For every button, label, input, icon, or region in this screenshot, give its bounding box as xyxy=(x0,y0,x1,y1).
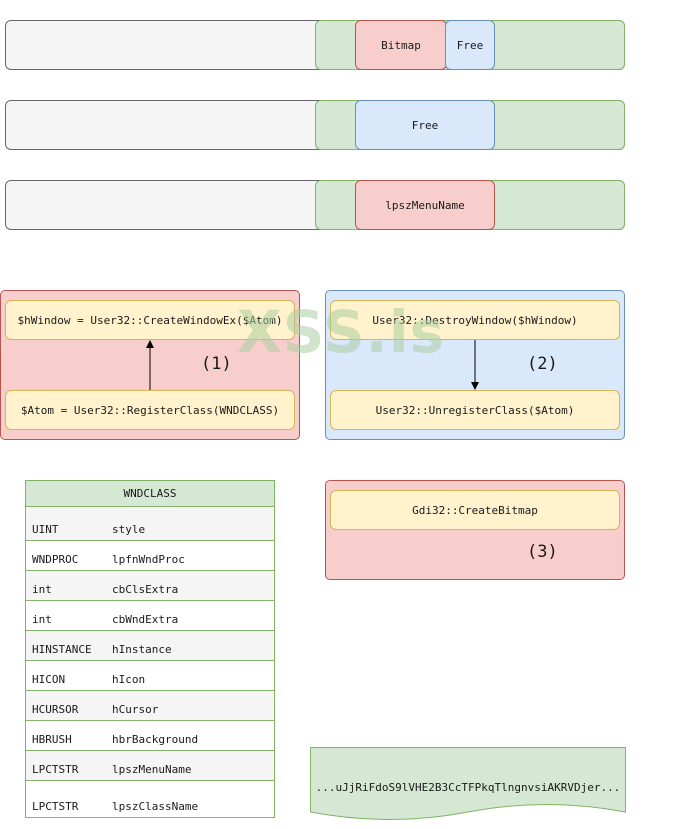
cell-label: Free xyxy=(411,118,439,132)
field-type: LPCTSTR xyxy=(32,763,79,776)
call-text: $Atom = User32::RegisterClass(WNDCLASS) xyxy=(20,403,280,417)
field-type: LPCTSTR xyxy=(32,800,79,813)
struct-field-row: HINSTANCE hInstance xyxy=(25,631,275,661)
memory-row-1-cell-bitmap: Bitmap xyxy=(355,20,447,70)
struct-field-row: WNDPROC lpfnWndProc xyxy=(25,541,275,571)
call-text: User32::UnregisterClass($Atom) xyxy=(375,403,575,417)
struct-field-row: LPCTSTR lpszMenuName xyxy=(25,751,275,781)
field-type: HBRUSH xyxy=(32,733,72,746)
cell-label: Free xyxy=(456,38,484,52)
struct-field-row: LPCTSTR lpszClassName xyxy=(25,781,275,818)
struct-title: WNDCLASS xyxy=(25,480,275,507)
memory-row-1-cell-free: Free xyxy=(445,20,495,70)
step-label-2: (2) xyxy=(527,354,558,374)
register-class-call: $Atom = User32::RegisterClass(WNDCLASS) xyxy=(5,390,295,430)
memory-row-2-cell-free: Free xyxy=(355,100,495,150)
field-name: hInstance xyxy=(112,643,172,656)
field-name: hbrBackground xyxy=(112,733,199,746)
field-name: lpszMenuName xyxy=(112,763,192,776)
step-label-3: (3) xyxy=(527,542,558,562)
field-name: cbWndExtra xyxy=(112,613,179,626)
field-name: lpfnWndProc xyxy=(112,553,185,566)
create-bitmap-call: Gdi32::CreateBitmap xyxy=(330,490,620,530)
field-name: cbClsExtra xyxy=(112,583,179,596)
cell-label: lpszMenuName xyxy=(385,198,465,212)
memory-row-3-cell-menuname: lpszMenuName xyxy=(355,180,495,230)
field-name: hCursor xyxy=(112,703,159,716)
cell-label: Bitmap xyxy=(381,38,421,52)
string-block xyxy=(310,747,626,820)
field-type: UINT xyxy=(32,523,59,536)
string-block-text: ...uJjRiFdoS9lVHE2B3CcTFPkqTlngnvsiAKRVD… xyxy=(315,781,621,794)
call-text: Gdi32::CreateBitmap xyxy=(412,503,538,517)
arrow-register-to-create xyxy=(146,340,154,390)
call-text: User32::DestroyWindow($hWindow) xyxy=(372,313,578,327)
field-type: HINSTANCE xyxy=(32,643,92,656)
struct-field-row: int cbClsExtra xyxy=(25,571,275,601)
struct-field-row: UINT style xyxy=(25,507,275,541)
struct-title-text: WNDCLASS xyxy=(123,487,177,500)
field-type: int xyxy=(32,613,52,626)
field-type: WNDPROC xyxy=(32,553,79,566)
field-name: hIcon xyxy=(112,673,146,686)
struct-field-row: HBRUSH hbrBackground xyxy=(25,721,275,751)
call-text: $hWindow = User32::CreateWindowEx($Atom) xyxy=(17,313,283,327)
unregister-class-call: User32::UnregisterClass($Atom) xyxy=(330,390,620,430)
field-type: HCURSOR xyxy=(32,703,79,716)
field-type: HICON xyxy=(32,673,66,686)
step-label-1: (1) xyxy=(201,354,232,374)
create-window-call: $hWindow = User32::CreateWindowEx($Atom) xyxy=(5,300,295,340)
field-name: lpszClassName xyxy=(112,800,199,813)
struct-field-row: HCURSOR hCursor xyxy=(25,691,275,721)
field-name: style xyxy=(112,523,146,536)
arrow-destroy-to-unregister xyxy=(471,340,479,390)
destroy-window-call: User32::DestroyWindow($hWindow) xyxy=(330,300,620,340)
field-type: int xyxy=(32,583,52,596)
struct-field-row: int cbWndExtra xyxy=(25,601,275,631)
struct-field-row: HICON hIcon xyxy=(25,661,275,691)
